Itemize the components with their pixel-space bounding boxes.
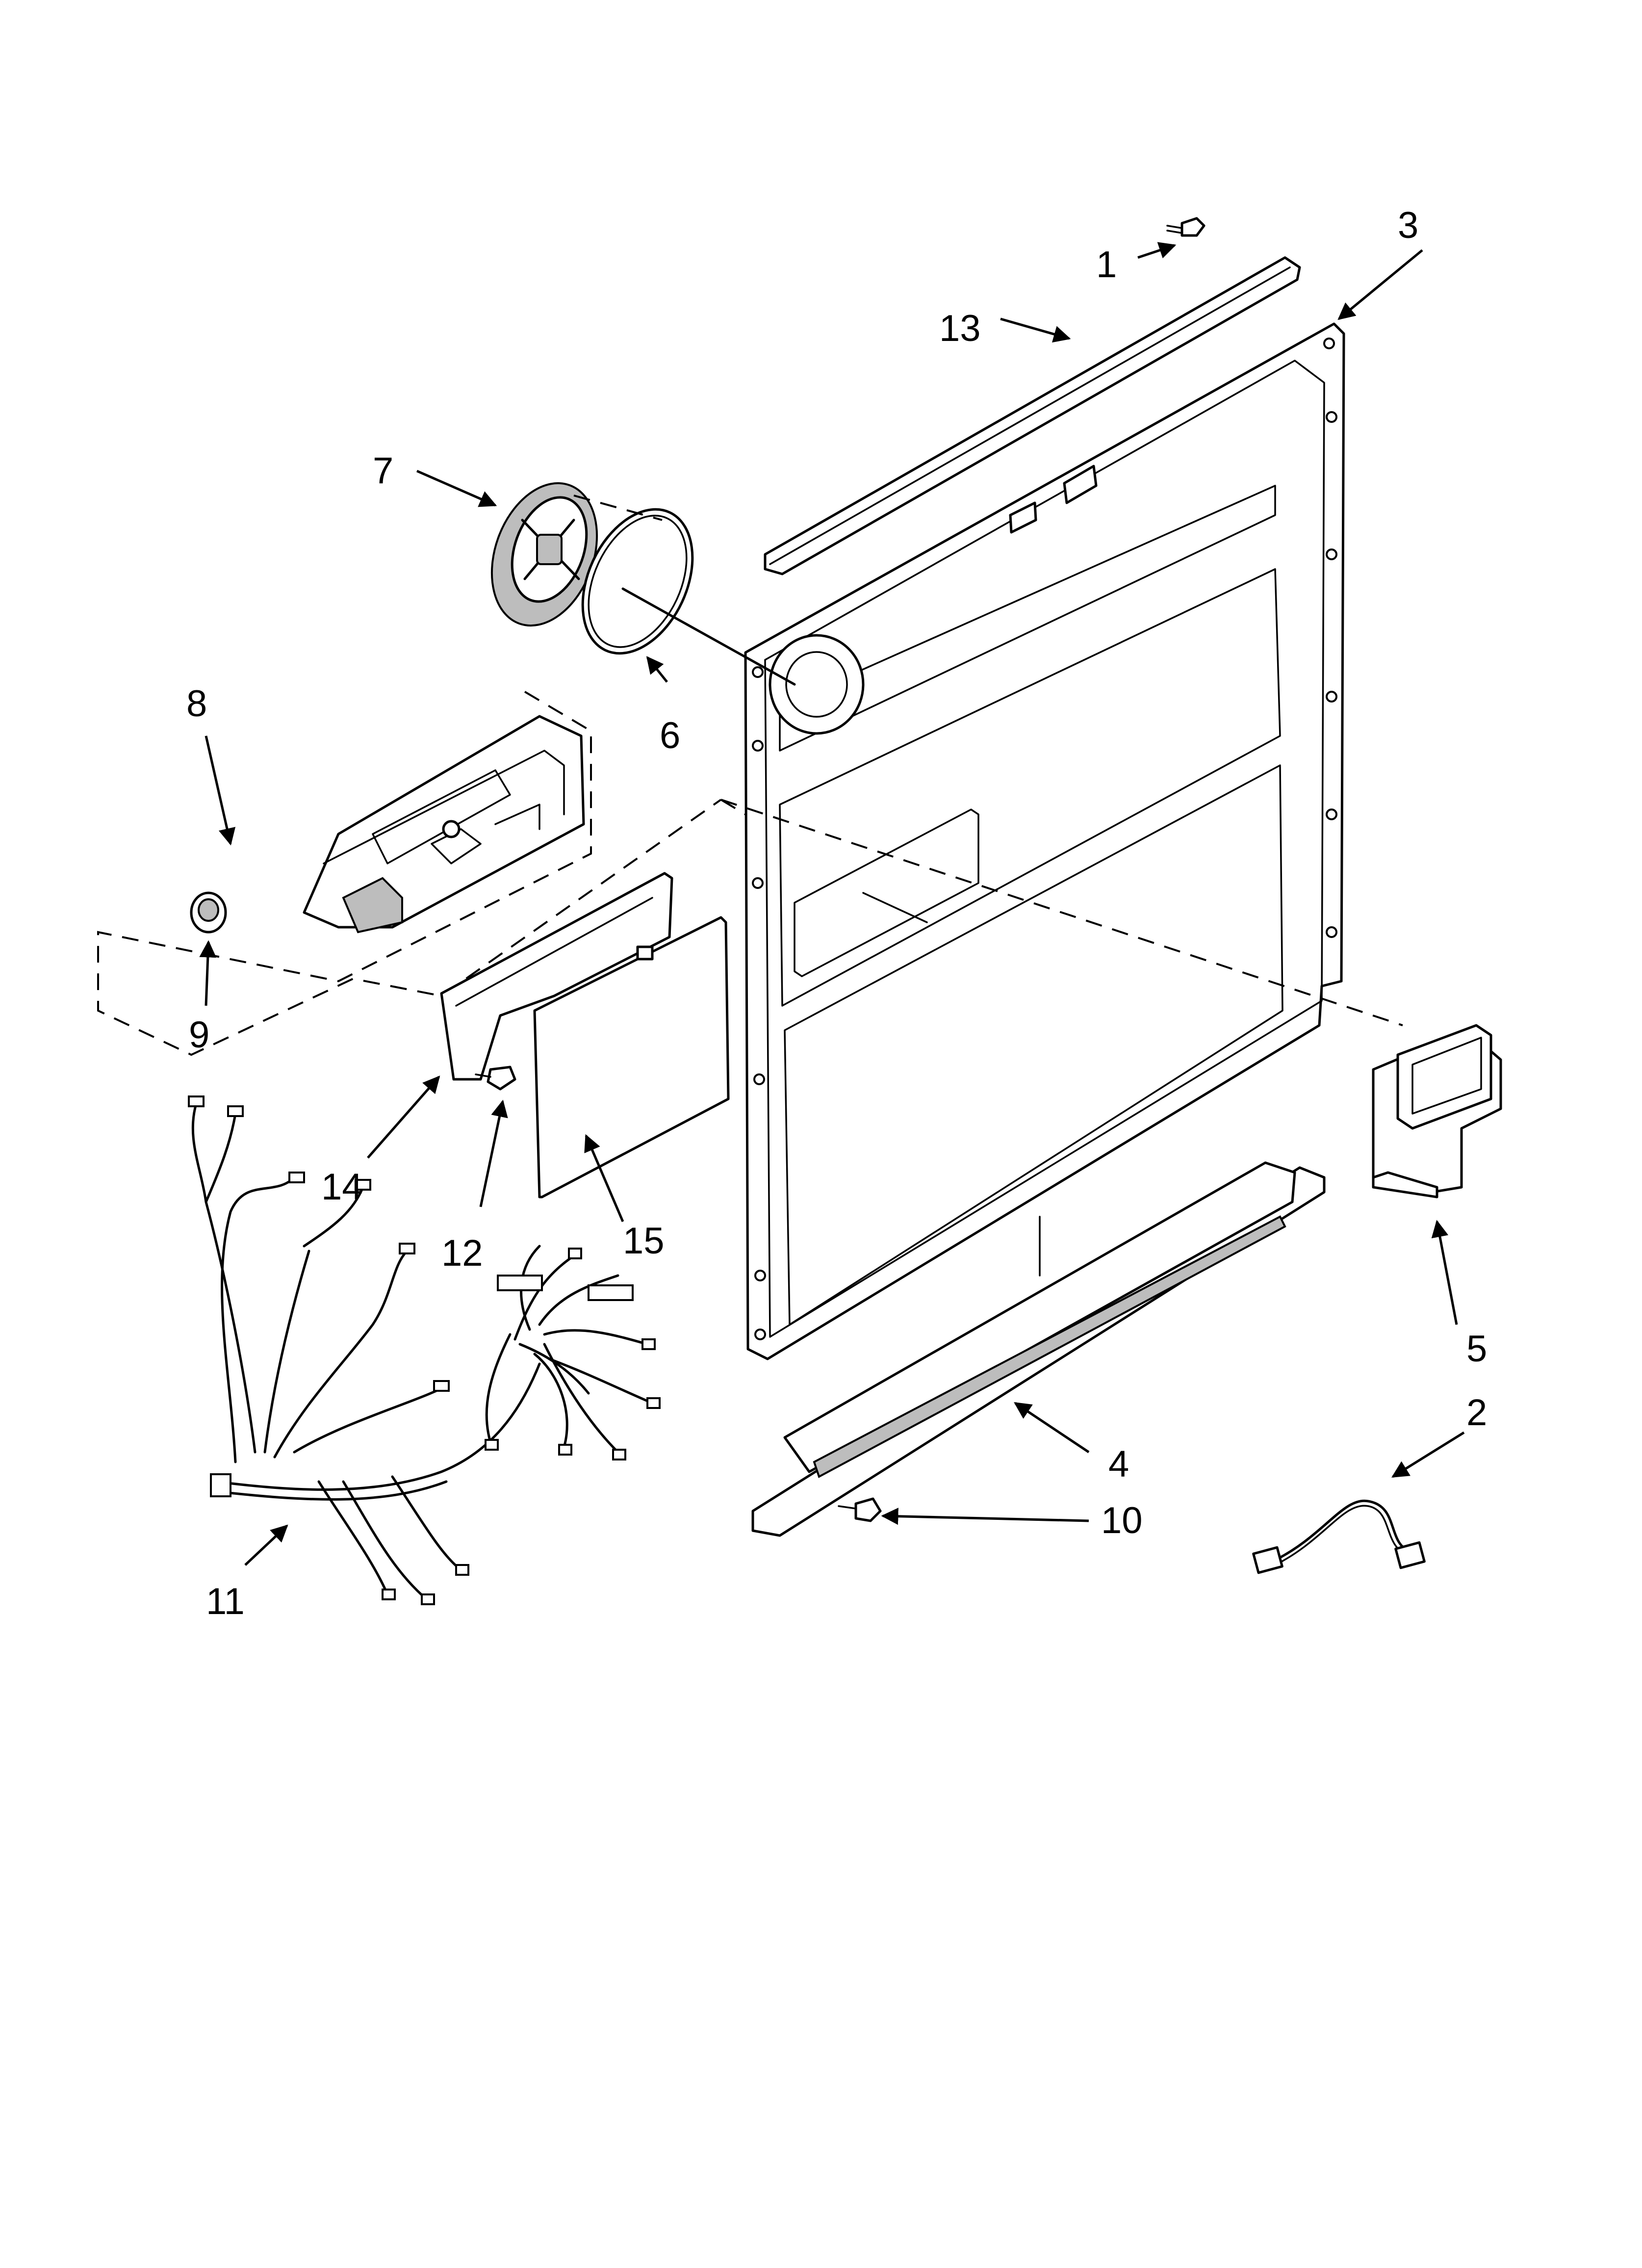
callout-13: 13 — [939, 308, 981, 349]
board-leader — [720, 799, 1403, 1026]
callout-15: 15 — [623, 1220, 665, 1262]
jumper-wire — [1252, 1499, 1426, 1574]
callout-2: 2 — [1466, 1392, 1487, 1434]
wire-harness — [188, 1095, 661, 1605]
dispenser-assembly — [303, 715, 585, 934]
callout-10: 10 — [1101, 1500, 1143, 1541]
callout-labels: 1 2 3 4 5 6 7 8 9 10 11 12 13 14 15 — [186, 205, 1487, 1622]
screw-1 — [1166, 217, 1206, 237]
control-board — [440, 872, 673, 1081]
callout-14: 14 — [321, 1166, 363, 1208]
top-trim-strip — [764, 256, 1301, 575]
callout-3: 3 — [1398, 205, 1418, 246]
callout-9: 9 — [189, 1014, 209, 1056]
callout-6: 6 — [660, 715, 680, 756]
vent-cap — [490, 482, 598, 627]
vent-gasket — [581, 508, 694, 655]
callout-12: 12 — [441, 1232, 483, 1274]
callout-7: 7 — [373, 450, 393, 492]
callout-1: 1 — [1096, 244, 1117, 286]
screw-12 — [475, 1066, 516, 1091]
dispenser-group-outline — [97, 691, 722, 1056]
inner-door-panel — [744, 322, 1345, 1360]
vent-leader-line — [621, 587, 796, 686]
bottom-trim — [751, 1161, 1326, 1537]
callout-4: 4 — [1108, 1443, 1129, 1485]
screw-10 — [838, 1497, 882, 1522]
leader-arrows — [199, 242, 1465, 1566]
callout-5: 5 — [1466, 1328, 1487, 1370]
rinse-aid-cap — [190, 891, 227, 934]
callout-11: 11 — [206, 1581, 245, 1622]
board-cover — [533, 916, 730, 1199]
door-latch — [1372, 1024, 1502, 1199]
callout-8: 8 — [186, 683, 207, 725]
vent-leader-top — [573, 495, 663, 521]
